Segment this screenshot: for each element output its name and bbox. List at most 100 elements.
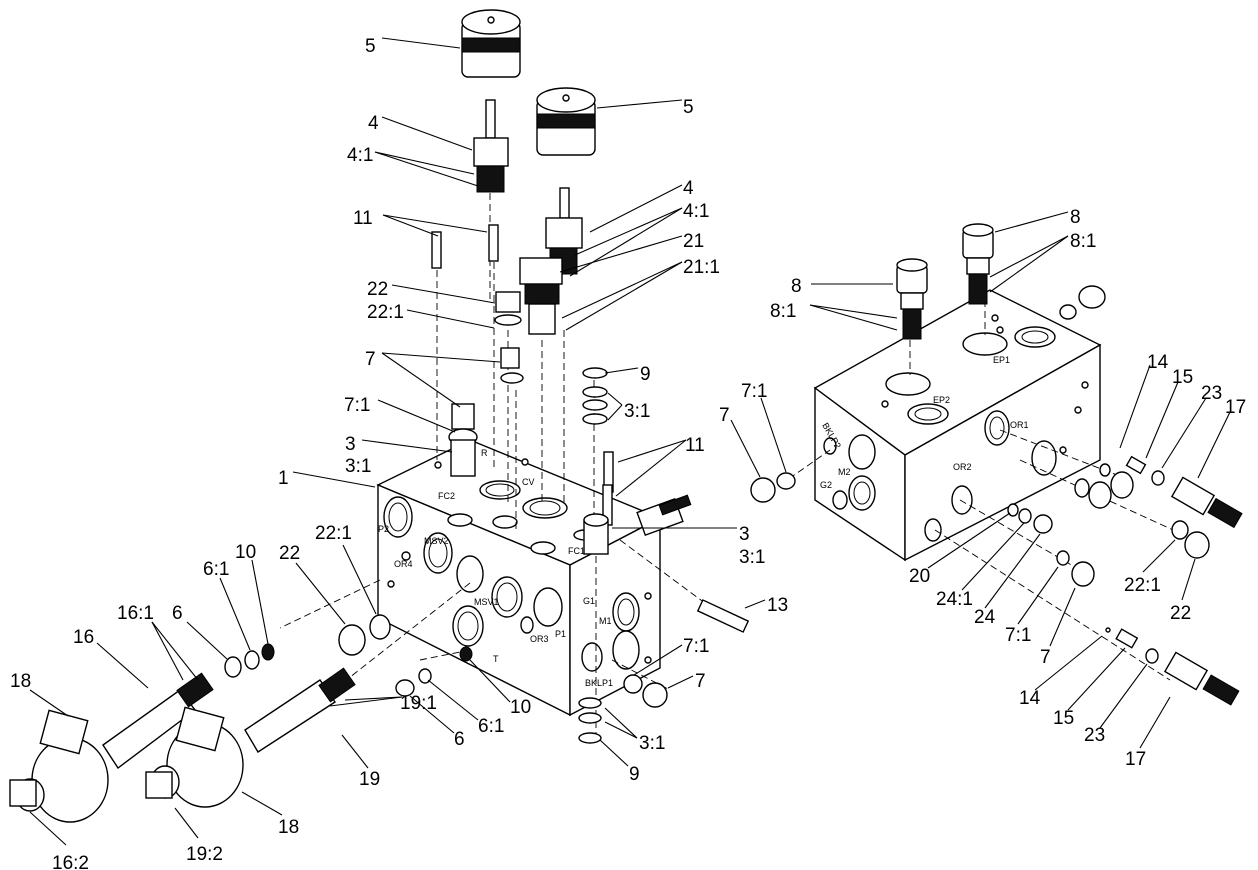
leader-line [1181, 558, 1196, 601]
callout-label: 21:1 [683, 257, 720, 278]
leader-line [961, 522, 1025, 591]
callout-label: 3 [345, 434, 356, 455]
callout-label: 23 [1201, 383, 1222, 404]
callout-label: 22:1 [1124, 575, 1161, 596]
port-label-msv2: MSV2 [424, 536, 449, 546]
plug-22-left [338, 614, 391, 656]
callout-label: 21 [683, 231, 704, 252]
callout-label: 8:1 [770, 301, 796, 322]
callout-label: 17 [1225, 397, 1246, 418]
callout-label: 24:1 [936, 589, 973, 610]
leader-line [667, 675, 694, 689]
callout-label: 8:1 [1070, 231, 1096, 252]
leader-line [381, 352, 461, 408]
leader-line [1161, 397, 1207, 469]
assembly-dashed-lines [279, 105, 1196, 740]
coil-18-right [145, 706, 244, 808]
leader-line [604, 721, 638, 739]
leader-line [574, 207, 683, 256]
pressure-cap-5-right [536, 87, 596, 156]
callout-label: 7 [695, 671, 706, 692]
plug-22-aux [1171, 520, 1210, 559]
port-label-bklp1: BKLP1 [585, 678, 613, 688]
ring-3-1-top-c [582, 413, 608, 425]
port-label-ep1: EP1 [993, 355, 1010, 365]
callout-label: 14 [1147, 352, 1169, 373]
callout-label: 5 [365, 36, 376, 57]
leader-line [151, 621, 199, 681]
ring-3-1-bottom-a [578, 697, 602, 709]
port-label-t: T [493, 654, 499, 664]
callout-label: 7 [1040, 647, 1051, 668]
callout-label: 6:1 [203, 559, 229, 580]
leader-line [374, 151, 475, 175]
callout-label: 10 [235, 542, 256, 563]
callout-label: 23 [1084, 725, 1105, 746]
leader-line [292, 471, 376, 488]
callout-label: 11 [685, 435, 705, 456]
leader-line [96, 642, 149, 689]
pressure-cap-5-top [461, 9, 521, 78]
leader-line [381, 116, 473, 151]
callout-labels: 544:1544:12121:1112222:1793:17:133:11113… [10, 36, 1246, 870]
callout-label: 10 [510, 697, 531, 718]
cartridge-8-left [896, 258, 928, 340]
solenoid-stem-19 [244, 667, 356, 753]
callout-label: 19 [359, 769, 380, 790]
leader-line [1119, 364, 1151, 449]
callout-label: 22 [1170, 603, 1191, 624]
callout-label: 17 [1125, 749, 1146, 770]
ring-9-top [582, 367, 608, 379]
valve-cartridge-4-right [545, 187, 583, 275]
callout-label: 4 [368, 113, 379, 134]
leader-line [561, 261, 683, 319]
callout-label: 4 [683, 178, 694, 199]
leader-line [730, 419, 761, 478]
leader-line [1049, 587, 1076, 647]
port-label-fc2: FC2 [438, 491, 455, 501]
leader-line [251, 559, 269, 645]
leader-line [427, 679, 479, 721]
leader-line [1197, 411, 1231, 479]
port-label-cv: CV [522, 477, 535, 487]
port-label-or1: OR1 [1010, 420, 1029, 430]
callout-label: 6:1 [478, 716, 504, 737]
plug-aux-top-right [1059, 285, 1106, 320]
leader-line [1145, 381, 1179, 459]
leader-line [151, 621, 184, 681]
callout-label: 11 [353, 208, 373, 229]
callout-label: 7:1 [741, 381, 767, 402]
leader-line [607, 404, 623, 421]
port-label-m1: M1 [599, 616, 612, 626]
leader-line [589, 184, 683, 233]
plug-3-right [583, 513, 609, 555]
cartridge-21 [519, 257, 563, 335]
callout-label: 3:1 [739, 547, 765, 568]
leader-line [361, 439, 453, 453]
callout-label: 7:1 [1005, 625, 1031, 646]
leader-line [469, 659, 511, 703]
leader-line [295, 562, 346, 625]
leader-line [382, 214, 488, 233]
callout-label: 9 [629, 764, 640, 785]
plug-7-top-a [500, 347, 524, 384]
leader-line [374, 151, 479, 187]
leader-line [596, 99, 683, 109]
callout-label: 24 [974, 607, 996, 628]
callout-label: 8 [791, 276, 802, 297]
pin-13 [696, 599, 750, 633]
cartridge-8-right [962, 223, 994, 305]
callout-label: 3:1 [345, 456, 371, 477]
leader-line [615, 439, 687, 497]
callout-label: 3:1 [624, 401, 650, 422]
callout-label: 18 [278, 817, 299, 838]
callout-label: 6 [172, 603, 183, 624]
port-label-or3: OR3 [530, 634, 549, 644]
ring-3-1-top-a [582, 386, 608, 398]
leader-line [994, 211, 1069, 233]
port-label-fc1: FC1 [568, 546, 585, 556]
leader-line [409, 695, 455, 734]
port-label-p2: P2 [378, 524, 389, 534]
leader-line [633, 644, 683, 676]
